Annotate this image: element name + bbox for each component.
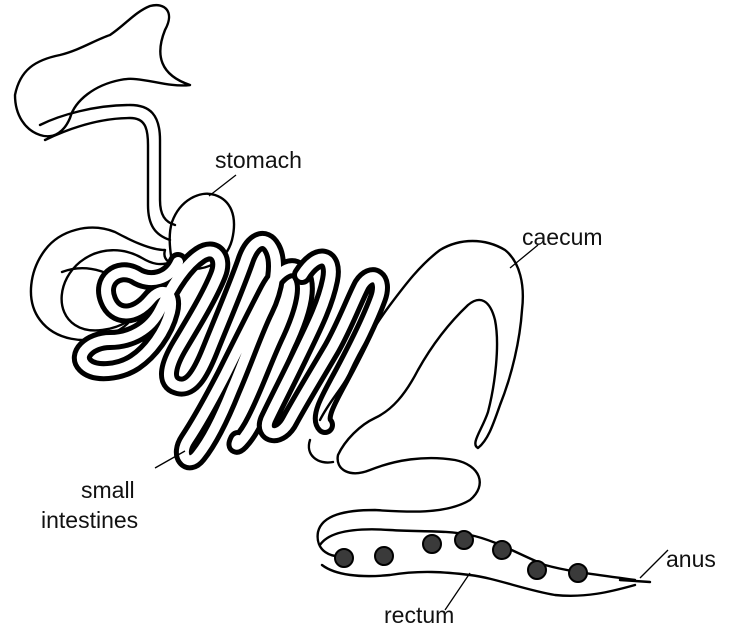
- caecum-outline: [318, 241, 523, 556]
- pellet: [375, 547, 393, 565]
- anus-leader: [640, 550, 668, 578]
- pellet: [423, 535, 441, 553]
- small-intestines: [82, 241, 380, 460]
- oesophagus-tube-inner: [45, 118, 170, 240]
- anus-tip: [620, 580, 650, 582]
- caecum-label: caecum: [522, 224, 603, 250]
- small-intestines-label-line2: intestines: [41, 507, 138, 533]
- rectum-outline-bottom: [322, 565, 635, 596]
- caecum-outline-inner: [309, 440, 333, 463]
- rectum-label: rectum: [384, 602, 454, 628]
- pellet: [493, 541, 511, 559]
- stomach-label: stomach: [215, 147, 302, 173]
- oesophagus-tube-outer: [40, 105, 175, 225]
- stomach-leader: [209, 175, 236, 196]
- pellet: [335, 549, 353, 567]
- pellet: [569, 564, 587, 582]
- pellet: [528, 561, 546, 579]
- small-intestines-label-line1: small: [81, 477, 135, 503]
- pellet: [455, 531, 473, 549]
- anus-label: anus: [666, 546, 716, 572]
- oesophagus-outline: [15, 5, 190, 136]
